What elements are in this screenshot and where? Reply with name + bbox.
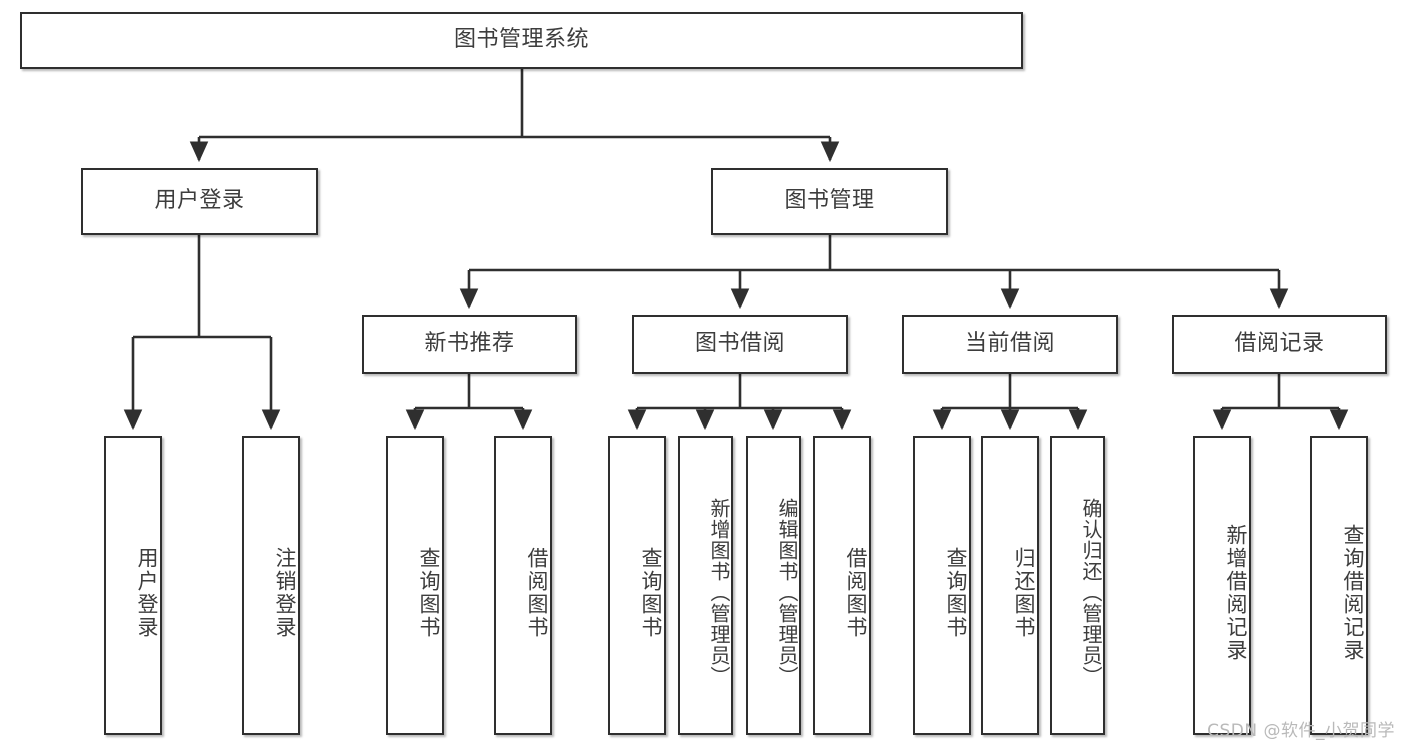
leaf-query-borrow-record[interactable]: 查询借阅记录 (1310, 436, 1368, 735)
leaf-confirm-return-admin[interactable]: 确认归还（管理员） (1050, 436, 1105, 735)
node-book-borrow[interactable]: 图书借阅 (632, 315, 848, 374)
node-user-login[interactable]: 用户登录 (81, 168, 318, 235)
node-borrow-record[interactable]: 借阅记录 (1172, 315, 1387, 374)
node-book-manage[interactable]: 图书管理 (711, 168, 948, 235)
leaf-return-book[interactable]: 归还图书 (981, 436, 1039, 735)
leaf-query-book-current[interactable]: 查询图书 (913, 436, 971, 735)
leaf-user-login[interactable]: 用户登录 (104, 436, 162, 735)
leaf-borrow-book[interactable]: 借阅图书 (813, 436, 871, 735)
leaf-query-book-borrow[interactable]: 查询图书 (608, 436, 666, 735)
leaf-add-book-admin[interactable]: 新增图书（管理员） (678, 436, 733, 735)
leaf-add-borrow-record[interactable]: 新增借阅记录 (1193, 436, 1251, 735)
leaf-borrow-book-recommend[interactable]: 借阅图书 (494, 436, 552, 735)
leaf-logout-login[interactable]: 注销登录 (242, 436, 300, 735)
leaf-query-book-recommend[interactable]: 查询图书 (386, 436, 444, 735)
node-root[interactable]: 图书管理系统 (20, 12, 1023, 69)
leaf-edit-book-admin[interactable]: 编辑图书（管理员） (746, 436, 801, 735)
node-current-borrow[interactable]: 当前借阅 (902, 315, 1118, 374)
node-new-book-recommend[interactable]: 新书推荐 (362, 315, 577, 374)
